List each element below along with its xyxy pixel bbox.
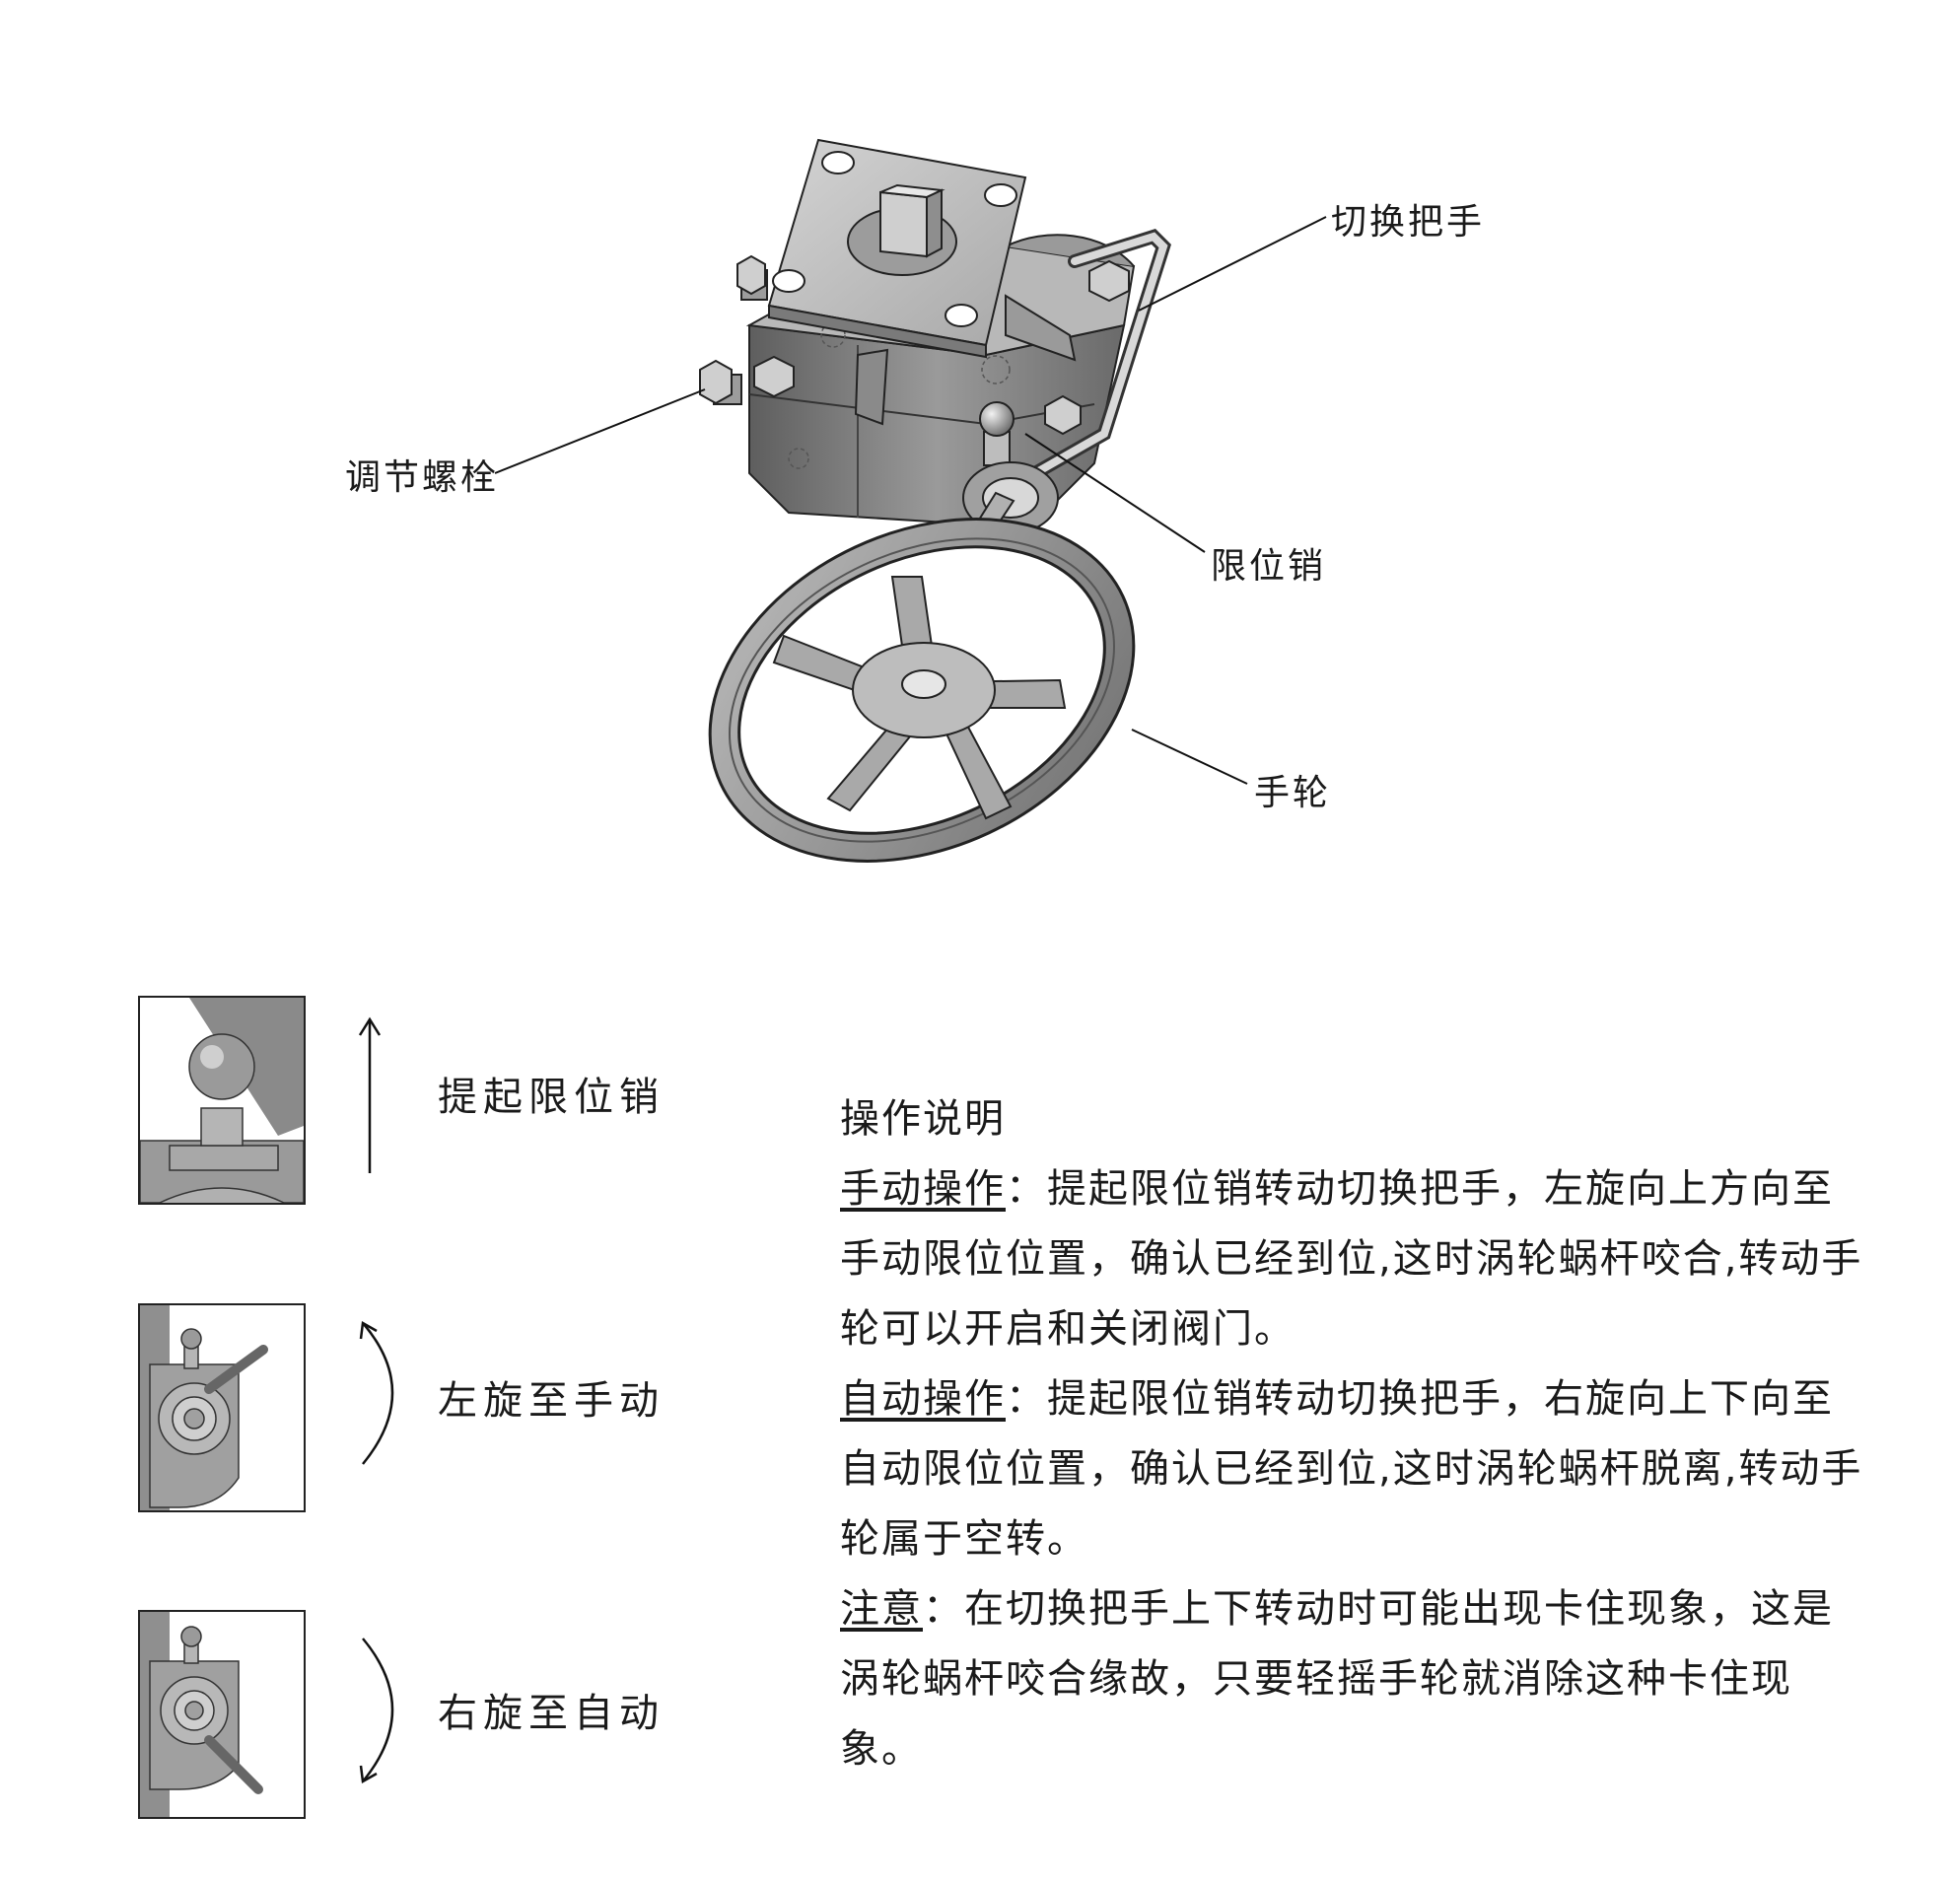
auto-operation: 自动操作：提起限位销转动切换把手，右旋向上下向至 (840, 1364, 1934, 1434)
callout-adjust-bolt: 调节螺栓 (345, 457, 500, 498)
step-image-turn-auto (138, 1610, 306, 1819)
mounting-flange (767, 138, 1077, 426)
manual-line-1: 提起限位销转动切换把手，左旋向上方向至 (1047, 1166, 1834, 1212)
rotate-counterclockwise-icon (359, 1320, 394, 1465)
note-line-2: 涡轮蜗杆咬合缘故，只要轻摇手轮就消除这种卡住现 (840, 1656, 1792, 1702)
auto-line-1: 提起限位销转动切换把手，右旋向上下向至 (1047, 1376, 1834, 1422)
callout-limit-pin: 限位销 (1211, 546, 1327, 587)
manual-operation: 手动操作：提起限位销转动切换把手，左旋向上方向至 (840, 1154, 1934, 1224)
auto-heading: 自动操作 (840, 1376, 1006, 1422)
note-line-1: 在切换把手上下转动时可能出现卡住现象，这是 (964, 1586, 1834, 1632)
callout-handwheel: 手轮 (1254, 773, 1332, 813)
step-image-turn-manual (138, 1303, 306, 1512)
note-line-3: 象。 (840, 1726, 923, 1772)
adjust-bolts (699, 254, 768, 405)
manual-line-2: 手动限位位置，确认已经到位,这时涡轮蜗杆咬合,转动手 (840, 1236, 1863, 1282)
manual-heading: 手动操作 (840, 1166, 1006, 1212)
step-image-lift-pin (138, 996, 306, 1205)
note: 注意：在切换把手上下转动时可能出现卡住现象，这是 (840, 1574, 1934, 1644)
auto-line-3: 轮属于空转。 (840, 1516, 1088, 1562)
operating-instructions: 操作说明 手动操作：提起限位销转动切换把手，左旋向上方向至 手动限位位置，确认已… (840, 1084, 1934, 1784)
note-heading: 注意 (840, 1586, 923, 1632)
gearbox-diagram (494, 138, 1327, 863)
step-label-lift-pin: 提起限位销 (438, 1075, 665, 1120)
switch-handle (1028, 229, 1171, 480)
arrow-up-icon (358, 1016, 382, 1173)
rotate-clockwise-icon (359, 1638, 394, 1784)
auto-sep: ： (1006, 1376, 1047, 1422)
step-label-turn-auto: 右旋至自动 (438, 1691, 665, 1736)
manual-sep: ： (1006, 1166, 1047, 1212)
leader-lines (494, 216, 1327, 785)
manual-line-3: 轮可以开启和关闭阀门。 (840, 1306, 1295, 1352)
limit-pin (979, 401, 1015, 466)
handwheel (708, 518, 1136, 863)
instructions-title: 操作说明 (840, 1096, 1006, 1142)
callout-switch-handle: 切换把手 (1331, 202, 1486, 243)
note-sep: ： (923, 1586, 964, 1632)
auto-line-2: 自动限位位置，确认已经到位,这时涡轮蜗杆脱离,转动手 (840, 1446, 1863, 1492)
shaft-boss (945, 461, 1059, 582)
step-label-turn-manual: 左旋至手动 (438, 1378, 665, 1424)
